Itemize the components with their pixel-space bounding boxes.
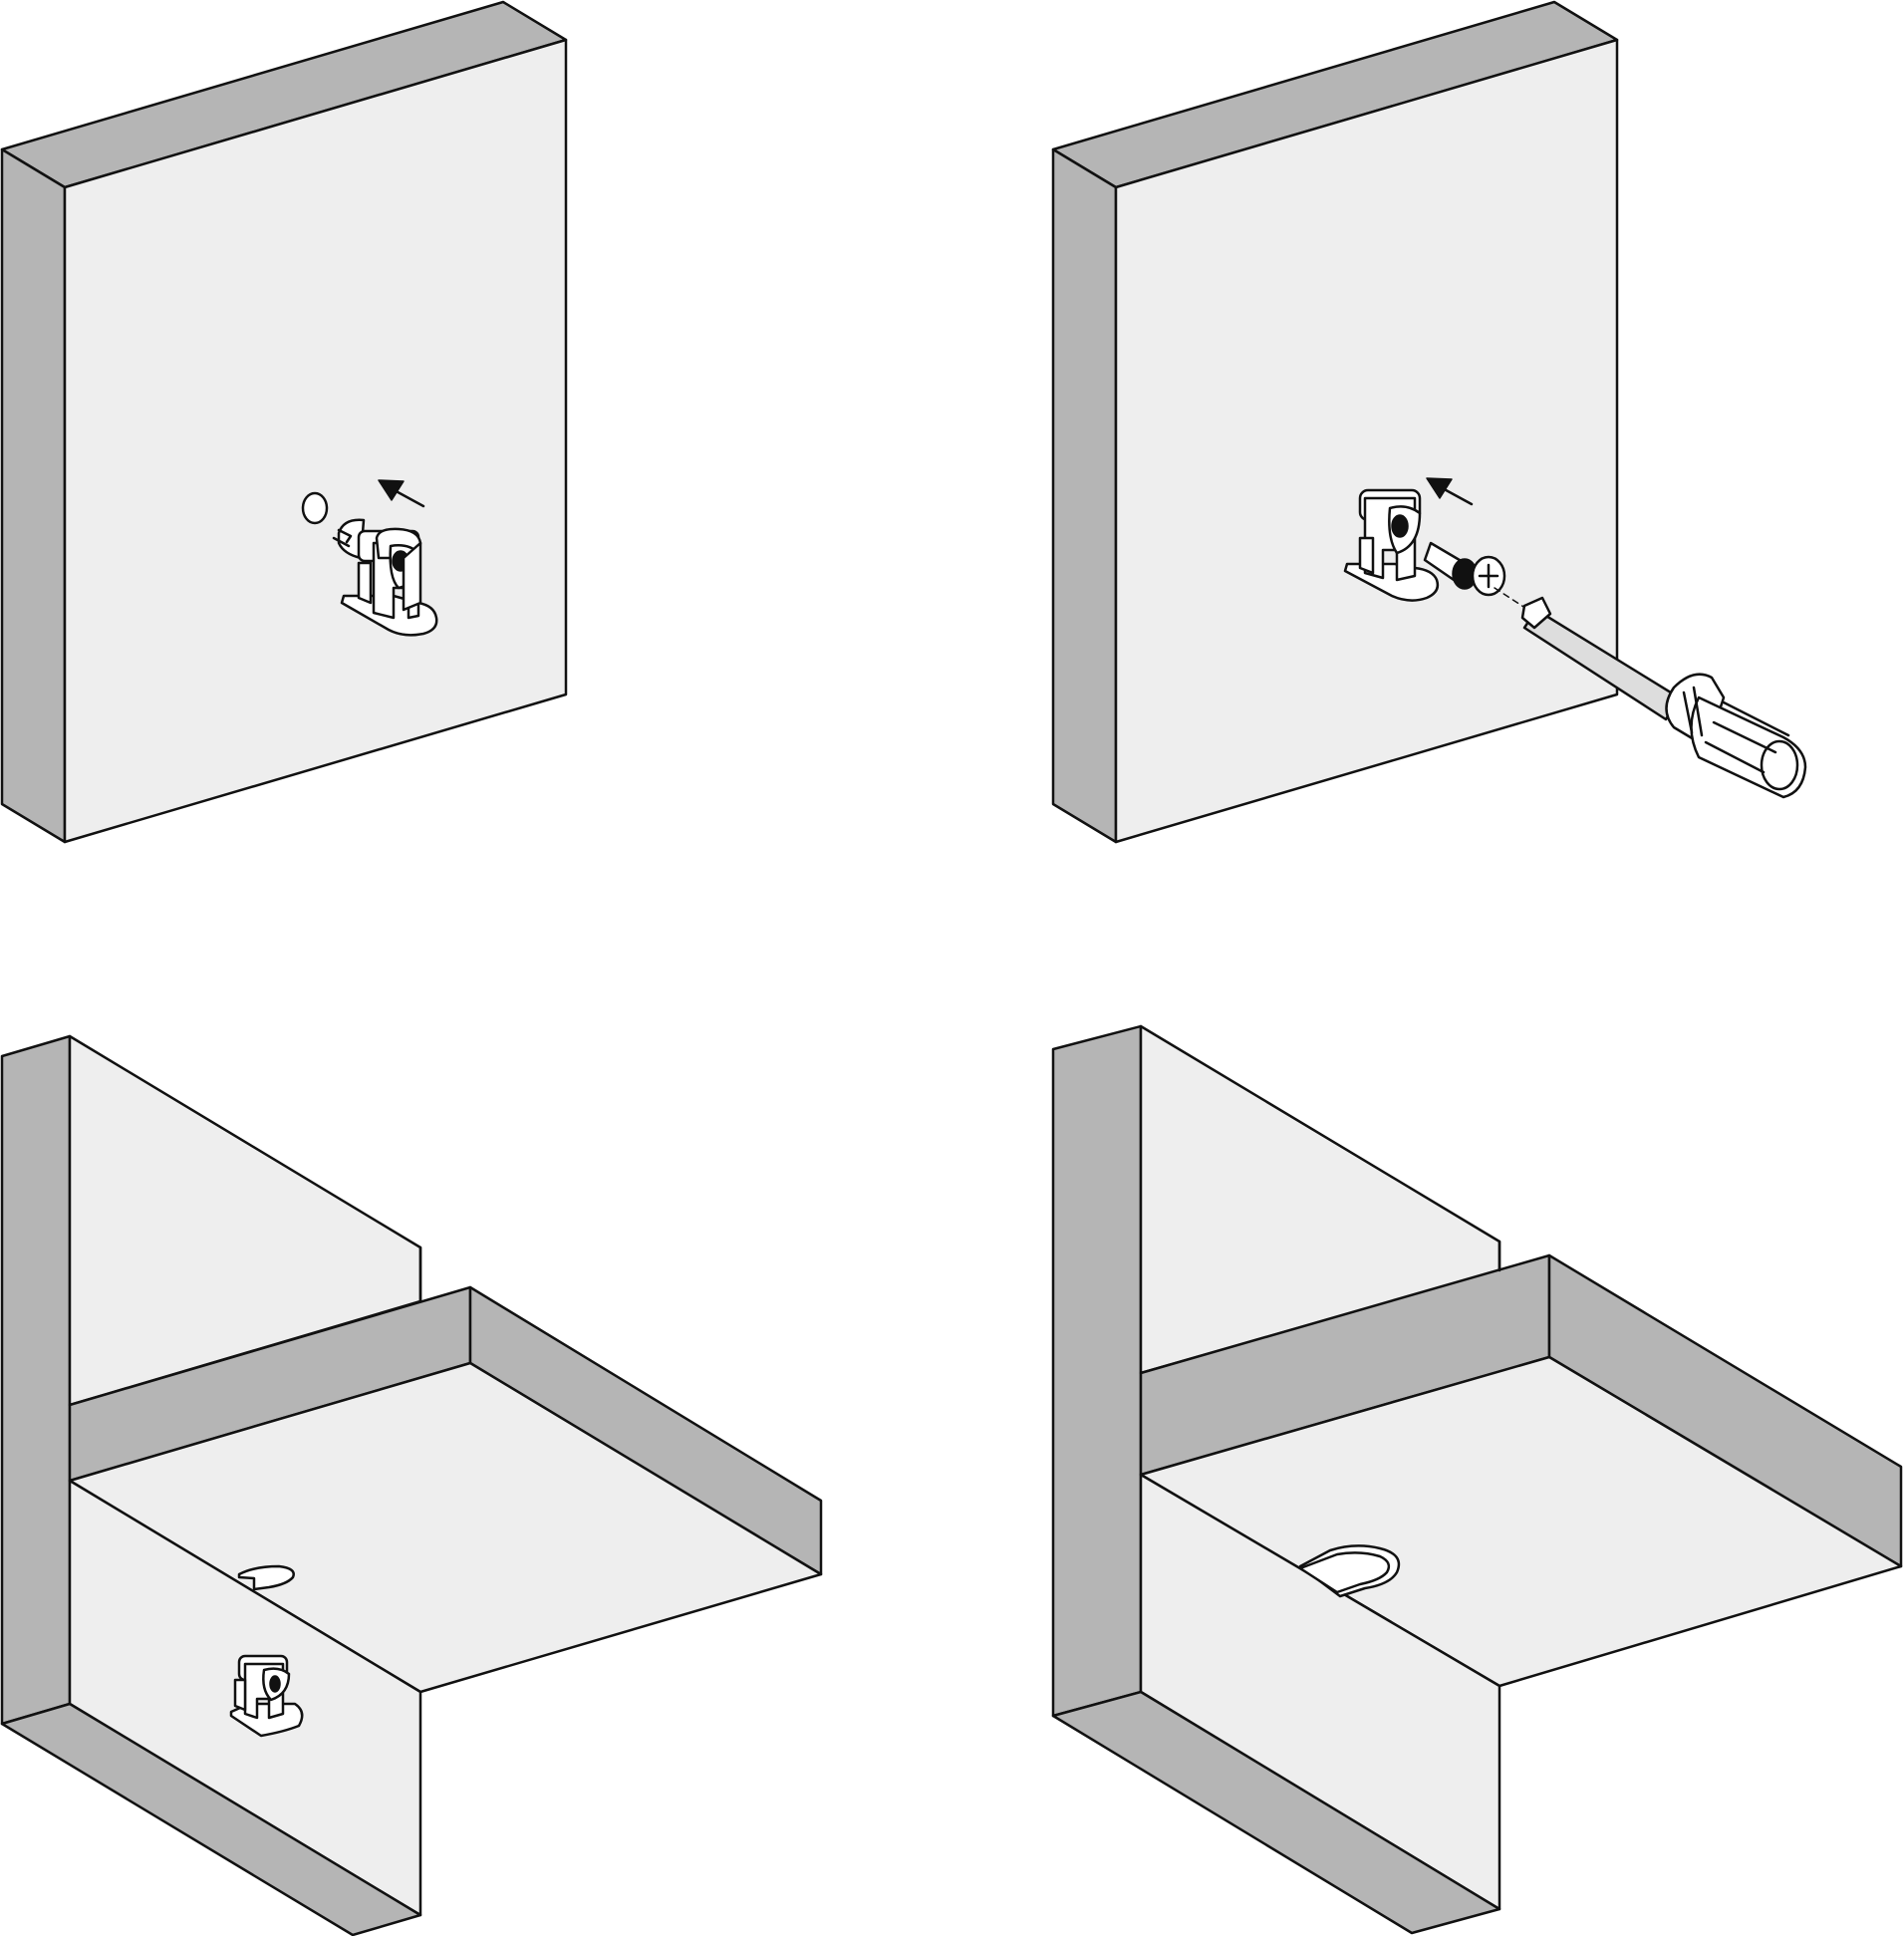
step-3-shelf-notch <box>237 1564 295 1591</box>
step-2-panel-face <box>1114 38 1619 844</box>
step-3-upright-edge <box>0 1034 72 1726</box>
step-2-screw <box>1423 541 1506 597</box>
step-3-hardware <box>229 1564 304 1738</box>
step-4-upright-edge <box>1051 1024 1143 1718</box>
step-1-panel <box>0 0 568 844</box>
step-1-hole <box>301 491 329 525</box>
step-3-assembly <box>0 1034 823 1936</box>
step-4-hardware <box>1298 1544 1401 1598</box>
step-2-shelf-support-clip <box>1343 488 1440 602</box>
step-1-panel-left-edge <box>0 147 67 844</box>
step-1-panel-face <box>63 38 568 844</box>
step-4-shelf-resting-on-support <box>1298 1544 1401 1598</box>
step-2-hardware <box>1343 477 1807 799</box>
step-3-shelf-support-clip <box>229 1654 304 1738</box>
step-2-direction-arrow-icon <box>1426 477 1474 506</box>
step-4-upright-bottom-edge <box>1051 1690 1501 1935</box>
step-2-panel-left-edge <box>1051 147 1118 844</box>
step-2-alignment-line <box>1494 587 1535 615</box>
step-1-shelf-support-clip <box>332 518 438 637</box>
step-4-assembly <box>1051 1024 1903 1935</box>
step-2-screwdriver-icon <box>1520 596 1807 799</box>
step-1-hardware <box>301 479 438 637</box>
step-1-direction-arrow-icon <box>378 479 425 508</box>
step-3-upright-bottom-edge <box>0 1702 422 1936</box>
step-2-panel <box>1051 0 1619 844</box>
